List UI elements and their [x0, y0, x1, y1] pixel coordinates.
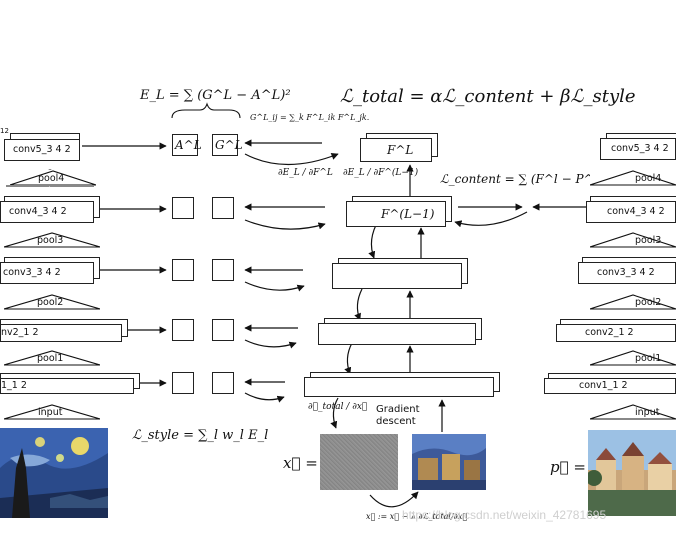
gram-matrix-eq: G^L_ij = ∑_k F^L_ik F^L_jk.	[250, 113, 370, 122]
right-pool2-arrow-box: pool2	[590, 294, 676, 310]
grad-content-label: ∂E_L / ∂F^(L−1)	[343, 168, 419, 178]
grad-x-label: ∂ℒ_total / ∂x⃗	[308, 402, 368, 412]
left-pool3-label: pool3	[37, 235, 64, 246]
center-layer2	[318, 323, 476, 345]
right-conv5-label: conv5_3 4 2	[611, 143, 669, 154]
right-conv1-label: conv1_1 2	[579, 380, 628, 391]
curve-content-to-FLm1	[454, 211, 528, 228]
right-pool2-label: pool2	[635, 297, 662, 308]
gradient-descent-line1: Gradient	[376, 404, 420, 415]
style-A-box-2	[172, 319, 194, 341]
style-image-starry-night	[0, 428, 108, 518]
style-layer-loss-eq: E_L = ∑ (G^L − A^L)²	[140, 88, 291, 103]
watermark-text: https://blog.csdn.net/weixin_42781695	[402, 508, 607, 522]
left-top-fragment: 12	[0, 127, 9, 135]
update-rule-eq: x⃗ := x⃗ − λ ∂ℒ_total/∂x⃗	[366, 512, 468, 521]
style-G-box-2	[212, 319, 234, 341]
style-G-box: G^L	[212, 134, 243, 156]
right-conv3-layer: conv3_3 4 2	[578, 262, 676, 284]
result-image-stylized	[412, 434, 486, 490]
left-conv1-layer: 1_1 2	[0, 378, 134, 394]
right-pool4-arrow-box: pool4	[590, 170, 676, 186]
content-loss-eq: ℒ_content = ∑ (F^l − P^l)²	[440, 172, 607, 186]
style-A-box: A^L	[172, 134, 202, 156]
left-conv5-label: conv5_3 4 2	[13, 144, 71, 155]
center-FL-layer: F^L	[360, 138, 432, 162]
noise-image	[320, 434, 398, 490]
right-pool4-label: pool4	[635, 173, 662, 184]
style-A-box-4	[172, 197, 194, 219]
right-pool1-arrow-box: pool1	[590, 350, 676, 366]
curve-grad-3	[244, 281, 305, 292]
style-A-box-1	[172, 372, 194, 394]
brace-style	[171, 102, 241, 119]
left-pool4-label: pool4	[38, 173, 65, 184]
curve-down-2	[354, 288, 363, 321]
style-G-box-1	[212, 372, 234, 394]
x-vector-eq: x⃗ =	[283, 454, 318, 472]
curve-grad-4	[244, 219, 326, 230]
center-FLm1-label: F^(L−1)	[381, 207, 435, 221]
style-A-label: A^L	[175, 138, 202, 152]
style-G-box-3	[212, 259, 234, 281]
center-FL-label: F^L	[387, 143, 414, 157]
center-layer3	[332, 263, 462, 289]
right-pool1-label: pool1	[635, 353, 662, 364]
right-input-label: input	[635, 407, 660, 418]
gradient-descent-line2: descent	[376, 416, 416, 427]
left-conv4-label: conv4_3 4 2	[9, 206, 67, 217]
total-loss-eq: ℒ_total = αℒ_content + βℒ_style	[340, 86, 636, 107]
center-layer1	[304, 377, 494, 397]
right-input-arrow-box: input	[590, 404, 676, 420]
style-G-box-4	[212, 197, 234, 219]
content-image-photo	[588, 430, 676, 516]
left-input-label: input	[38, 407, 63, 418]
style-A-box-3	[172, 259, 194, 281]
right-conv5-layer: conv5_3 4 2	[600, 138, 676, 160]
left-conv4-layer: conv4_3 4 2	[0, 201, 94, 223]
left-pool2-arrow-box: pool2	[4, 294, 100, 310]
left-pool1-label: pool1	[37, 353, 64, 364]
right-conv3-label: conv3_3 4 2	[597, 267, 655, 278]
curve-grad-5	[244, 153, 339, 166]
p-vector-eq: p⃗ =	[550, 458, 586, 476]
right-conv4-label: conv4_3 4 2	[607, 206, 665, 217]
right-pool3-label: pool3	[635, 235, 662, 246]
left-pool3-arrow-box: pool3	[4, 232, 100, 248]
left-conv2-label: nv2_1 2	[1, 327, 39, 338]
curve-down-4	[330, 397, 339, 429]
curve-gradient-descent	[369, 491, 419, 508]
left-pool2-label: pool2	[37, 297, 64, 308]
curve-grad-2	[244, 339, 297, 349]
curve-grad-1	[244, 392, 285, 403]
left-input-arrow-box: input	[4, 404, 100, 420]
left-conv5-layer: conv5_3 4 2	[4, 139, 80, 161]
left-conv3-layer: conv3_3 4 2	[0, 262, 94, 284]
style-G-label: G^L	[215, 138, 243, 152]
curve-down-1	[368, 224, 377, 259]
left-pool4-arrow-box: pool4	[10, 170, 96, 186]
right-conv2-layer: conv2_1 2	[556, 324, 676, 342]
right-pool3-arrow-box: pool3	[590, 232, 676, 248]
right-conv4-layer: conv4_3 4 2	[586, 201, 676, 223]
left-conv3-label: conv3_3 4 2	[3, 267, 61, 278]
curve-down-3	[344, 342, 353, 375]
left-conv1-label: 1_1 2	[1, 380, 27, 391]
right-conv2-label: conv2_1 2	[585, 327, 634, 338]
style-total-eq: ℒ_style = ∑_l w_l E_l	[132, 428, 269, 443]
center-FLm1-layer: F^(L−1)	[346, 201, 446, 227]
right-conv1-layer: conv1_1 2	[544, 378, 676, 394]
left-pool1-arrow-box: pool1	[4, 350, 100, 366]
left-conv2-layer: nv2_1 2	[0, 324, 122, 342]
grad-style-label: ∂E_L / ∂F^L	[278, 168, 333, 178]
